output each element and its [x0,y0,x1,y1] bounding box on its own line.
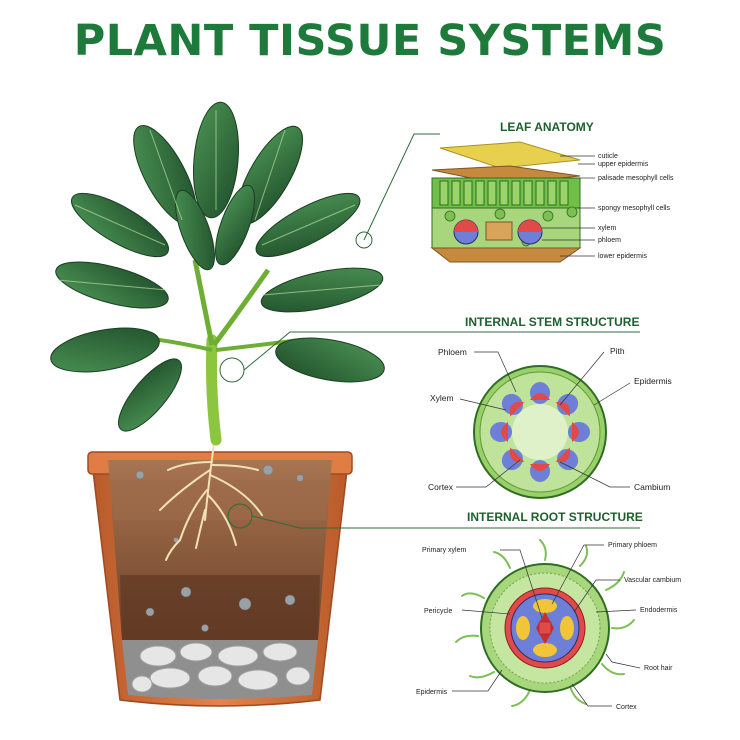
label-lower-epidermis: lower epidermis [598,253,648,260]
root-structure-heading: INTERNAL ROOT STRUCTURE [467,510,643,524]
plant-pot [87,451,353,707]
stem-labels: Phloem Pith Xylem Epidermis Cortex Cambi… [428,346,672,492]
label-spongy: spongy mesophyll cells [598,205,670,212]
stem-focus-marker [219,357,245,383]
root-connector [251,515,640,529]
label-leaf-phloem: phloem [598,237,621,244]
plant-leaves [50,101,385,432]
label-primary-xylem: Primary xylem [422,547,467,554]
label-stem-epidermis: Epidermis [634,376,672,386]
stem-cross-section [473,365,607,499]
vascular-bundles [490,382,590,482]
label-upper-epidermis: upper epidermis [598,161,649,168]
stem-structure-heading: INTERNAL STEM STRUCTURE [465,315,639,329]
label-primary-phloem: Primary phloem [608,542,657,549]
leaf-anatomy-heading: LEAF ANATOMY [500,120,594,134]
plant-stem [119,259,301,446]
root-cross-section [455,539,635,707]
label-pith: Pith [610,346,625,356]
soil-pebbles [135,464,304,632]
label-vascular-cambium: Vascular cambium [624,577,681,584]
label-palisade: palisade mesophyll cells [598,175,674,182]
leaf-veins [56,110,381,296]
label-stem-cortex: Cortex [428,482,454,492]
root-labels: Primary xylem Primary phloem Vascular ca… [416,542,681,711]
leaf-labels: cuticle upper epidermis palisade mesophy… [542,153,674,260]
label-root-epidermis: Epidermis [416,689,448,696]
leaf-focus-marker [355,231,373,249]
label-stem-phloem: Phloem [438,347,467,357]
label-endodermis: Endodermis [640,607,678,614]
leaf-cross-section [430,141,582,263]
label-root-cortex: Cortex [616,704,637,711]
label-stem-xylem: Xylem [430,393,454,403]
label-cuticle: cuticle [598,153,618,160]
label-pericycle: Pericycle [424,608,453,615]
root-hairs [455,539,635,707]
label-root-hair: Root hair [644,665,673,672]
leaf-connector [363,133,440,241]
stem-connector [243,331,640,371]
label-cambium: Cambium [634,482,670,492]
page-title: PLANT TISSUE SYSTEMS [73,16,667,66]
label-leaf-xylem: xylem [598,225,616,232]
